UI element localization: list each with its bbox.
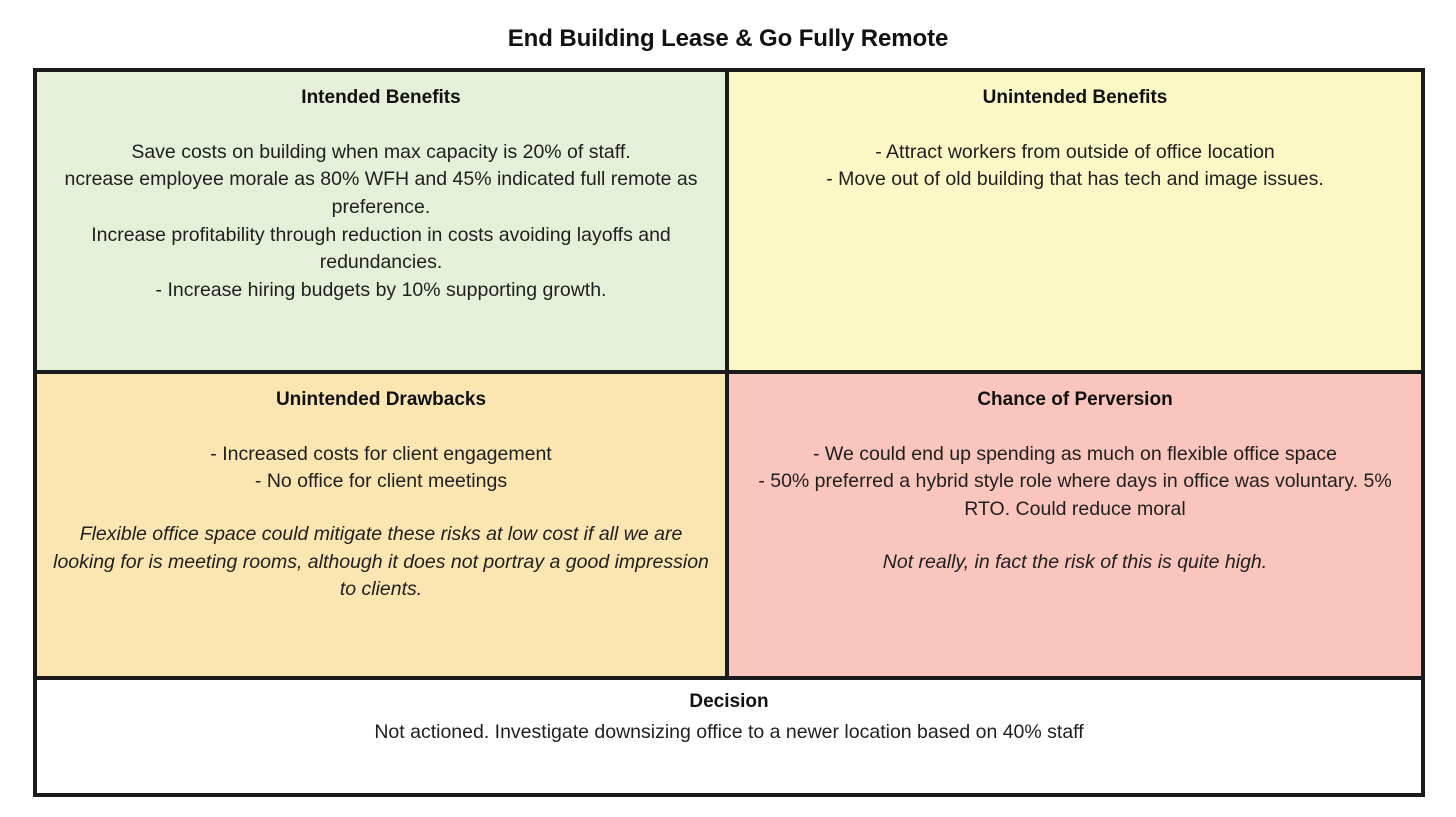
quadrant-body-intended-benefits: Save costs on building when max capacity… (64, 140, 698, 302)
quadrant-intended-benefits: Intended Benefits Save costs on building… (37, 72, 729, 370)
matrix-row-bottom: Unintended Drawbacks - Increased costs f… (37, 374, 1421, 676)
quadrant-title-unintended-benefits: Unintended Benefits (982, 87, 1168, 108)
quadrant-title-chance-of-perversion: Chance of Perversion (977, 389, 1173, 410)
quadrant-note-chance-of-perversion: Not really, in fact the risk of this is … (882, 550, 1268, 573)
quadrant-unintended-drawbacks: Unintended Drawbacks - Increased costs f… (37, 374, 729, 676)
quadrant-chance-of-perversion: Chance of Perversion - We could end up s… (729, 374, 1421, 676)
quadrant-note-unintended-drawbacks: Flexible office space could mitigate the… (53, 523, 709, 601)
consequence-matrix: Intended Benefits Save costs on building… (33, 68, 1425, 797)
quadrant-title-intended-benefits: Intended Benefits (301, 87, 461, 108)
quadrant-unintended-benefits: Unintended Benefits - Attract workers fr… (729, 72, 1421, 370)
quadrant-body-chance-of-perversion: - We could end up spending as much on fl… (758, 442, 1392, 521)
quadrant-title-unintended-drawbacks: Unintended Drawbacks (275, 389, 487, 410)
quadrant-body-unintended-benefits: - Attract workers from outside of office… (826, 140, 1324, 191)
decision-title: Decision (689, 691, 769, 712)
page-title: End Building Lease & Go Fully Remote (507, 25, 949, 52)
decision-row: Decision Not actioned. Investigate downs… (37, 676, 1421, 793)
quadrant-body-unintended-drawbacks: - Increased costs for client engagement … (210, 442, 552, 493)
matrix-row-top: Intended Benefits Save costs on building… (37, 72, 1421, 374)
decision-body: Not actioned. Investigate downsizing off… (374, 720, 1084, 743)
